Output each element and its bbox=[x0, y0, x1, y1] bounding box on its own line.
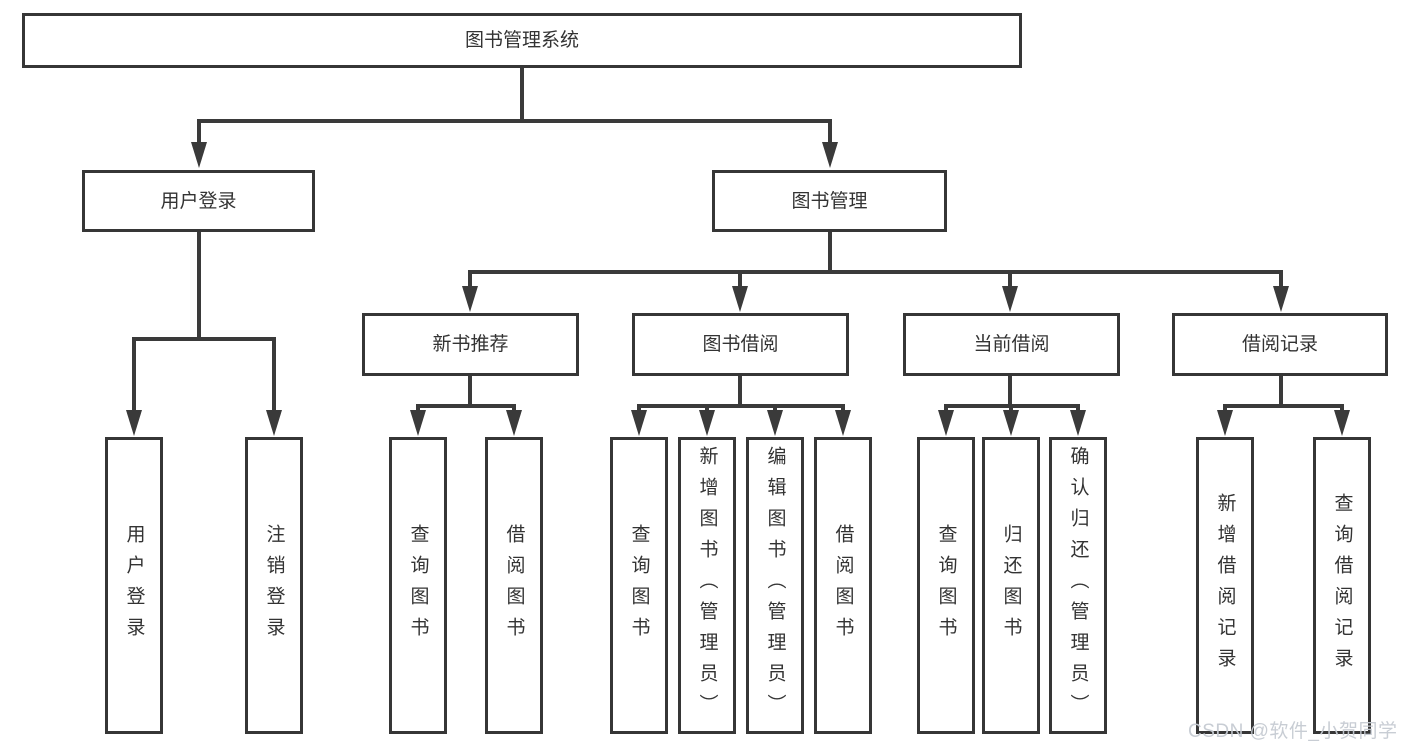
leaf-query-borrow-record: 查询借阅记录 bbox=[1313, 437, 1371, 734]
node-user-login-branch: 用户登录 bbox=[82, 170, 315, 232]
leaf-query-books-current: 查询图书 bbox=[917, 437, 975, 734]
leaf-return-book: 归还图书 bbox=[982, 437, 1040, 734]
node-book-borrowing: 图书借阅 bbox=[632, 313, 849, 376]
arrowheads bbox=[126, 142, 1350, 436]
leaf-edit-book-admin: 编辑图书（管理员） bbox=[746, 437, 804, 734]
leaf-query-books-recommend: 查询图书 bbox=[389, 437, 447, 734]
node-new-book-recommend: 新书推荐 bbox=[362, 313, 579, 376]
leaf-add-borrow-record: 新增借阅记录 bbox=[1196, 437, 1254, 734]
leaf-query-books-borrowing: 查询图书 bbox=[610, 437, 668, 734]
node-borrowing-records: 借阅记录 bbox=[1172, 313, 1388, 376]
watermark-text: CSDN @软件_小贺同学 bbox=[1188, 721, 1398, 742]
leaf-logout: 注销登录 bbox=[245, 437, 303, 734]
leaf-add-book-admin: 新增图书（管理员） bbox=[678, 437, 736, 734]
leaf-borrow-books: 借阅图书 bbox=[814, 437, 872, 734]
node-library-system: 图书管理系统 bbox=[22, 13, 1022, 68]
tree-edges bbox=[132, 66, 1344, 414]
node-book-management: 图书管理 bbox=[712, 170, 947, 232]
node-current-borrowing: 当前借阅 bbox=[903, 313, 1120, 376]
leaf-user-login: 用户登录 bbox=[105, 437, 163, 734]
leaf-borrow-books-recommend: 借阅图书 bbox=[485, 437, 543, 734]
leaf-confirm-return-admin: 确认归还（管理员） bbox=[1049, 437, 1107, 734]
